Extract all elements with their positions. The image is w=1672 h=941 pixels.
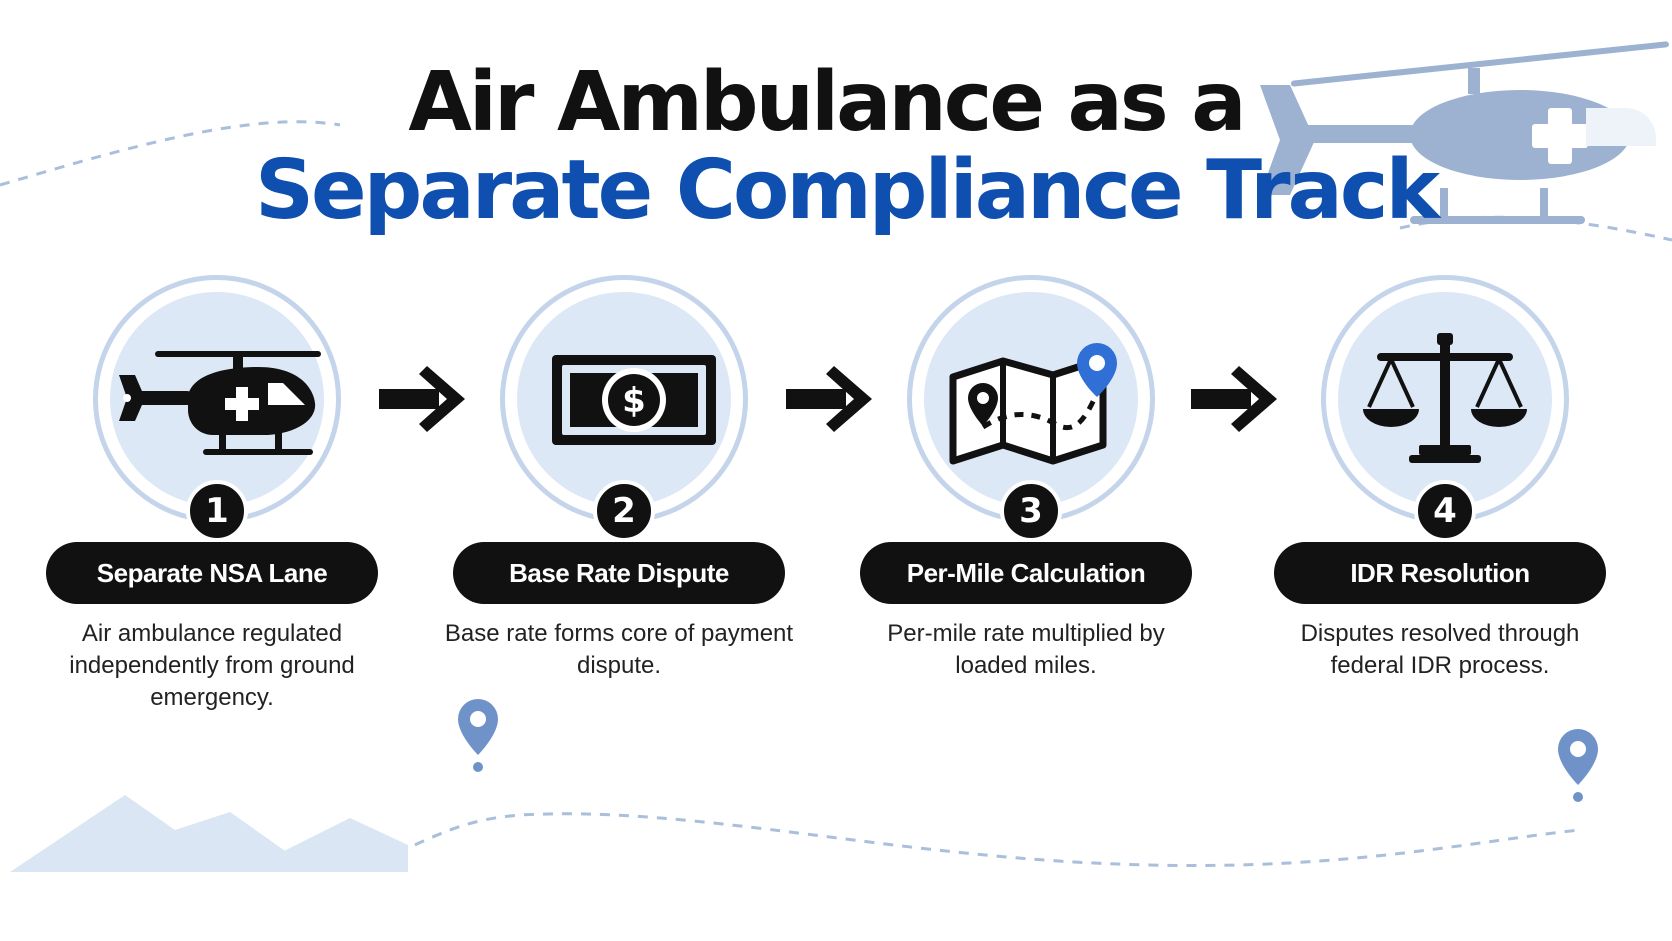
mountains-decoration <box>10 795 408 872</box>
step-description: Base rate forms core of payment dispute. <box>444 620 794 679</box>
arrow-right-icon <box>786 366 872 432</box>
step-label: Per-Mile Calculation <box>860 542 1192 604</box>
helicopter-icon <box>119 351 321 455</box>
step-card-4: 4 IDR Resolution Disputes resolved throu… <box>1274 0 1634 941</box>
dashed-flight-path-top-right <box>1399 215 1672 242</box>
background-helicopter-icon <box>1260 41 1669 224</box>
step-label: Separate NSA Lane <box>46 542 378 604</box>
map-pin-icon-left <box>458 699 498 772</box>
step-card-3: 3 Per-Mile Calculation Per-mile rate mul… <box>860 0 1220 941</box>
step-number-badge: 1 <box>186 480 248 542</box>
step-number-badge: 3 <box>1000 480 1062 542</box>
title-line-1: Air Ambulance as a <box>408 55 1246 150</box>
dashed-flight-path-bottom <box>379 812 1581 868</box>
step-card-2: $ 2 Base Rate Dispute Base rate forms co… <box>445 0 813 941</box>
dashed-flight-path-top-left <box>0 120 341 187</box>
step-description: Air ambulance regulated independently fr… <box>69 620 355 711</box>
dollar-bill-icon: $ <box>552 355 716 445</box>
step-label: Base Rate Dispute <box>453 542 785 604</box>
step-label: IDR Resolution <box>1274 542 1606 604</box>
scales-of-justice-icon <box>1363 333 1527 463</box>
step-description: Disputes resolved through federal IDR pr… <box>1300 620 1580 679</box>
title-line-2: Separate Compliance Track <box>254 143 1440 238</box>
svg-text:$: $ <box>622 381 646 421</box>
route-map-icon <box>949 343 1117 465</box>
step-number-badge: 4 <box>1414 480 1476 542</box>
step-description: Per-mile rate multiplied by loaded miles… <box>887 620 1165 679</box>
step-number-badge: 2 <box>593 480 655 542</box>
map-pin-icon-right <box>1558 729 1598 802</box>
arrow-right-icon <box>379 366 465 432</box>
step-card-1: 1 Separate NSA Lane Air ambulance regula… <box>46 0 406 941</box>
arrow-right-icon <box>1191 366 1277 432</box>
